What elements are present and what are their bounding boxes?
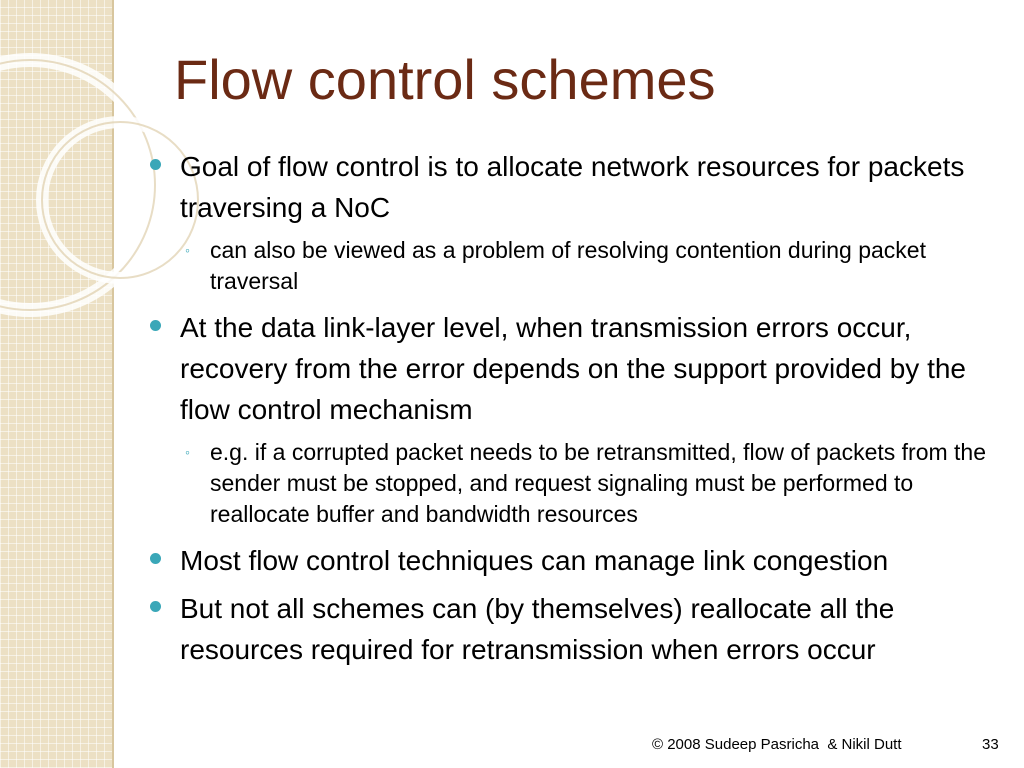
sub-bullet-text: can also be viewed as a problem of resol… xyxy=(210,237,926,294)
sub-bullet-text: e.g. if a corrupted packet needs to be r… xyxy=(210,439,987,527)
sub-bullet-item: ◦ can also be viewed as a problem of res… xyxy=(150,235,1016,297)
filled-circle-bullet-icon xyxy=(150,320,161,331)
sub-bullet-item: ◦ e.g. if a corrupted packet needs to be… xyxy=(150,437,1016,530)
bullet-text: At the data link-layer level, when trans… xyxy=(180,312,966,425)
sidebar-edge-line xyxy=(112,0,114,768)
bullet-item: Goal of flow control is to allocate netw… xyxy=(150,146,1016,228)
decorative-ring-large-inner xyxy=(0,59,156,311)
bullet-item: Most flow control techniques can manage … xyxy=(150,540,1016,581)
decorative-ring-small-inner xyxy=(41,121,199,279)
filled-circle-bullet-icon xyxy=(150,159,161,170)
hollow-circle-bullet-icon: ◦ xyxy=(185,444,190,460)
slide-title: Flow control schemes xyxy=(174,48,716,111)
bullet-text: Goal of flow control is to allocate netw… xyxy=(180,151,965,223)
filled-circle-bullet-icon xyxy=(150,553,161,564)
decorative-rings xyxy=(0,53,204,317)
hollow-circle-bullet-icon: ◦ xyxy=(185,242,190,258)
bullet-item: But not all schemes can (by themselves) … xyxy=(150,588,1016,670)
bullet-text: But not all schemes can (by themselves) … xyxy=(180,593,895,665)
bullet-item: At the data link-layer level, when trans… xyxy=(150,307,1016,430)
copyright-footer: © 2008 Sudeep Pasricha & Nikil Dutt xyxy=(652,736,902,753)
page-number: 33 xyxy=(982,736,999,753)
bullet-text: Most flow control techniques can manage … xyxy=(180,545,889,576)
bullet-list: Goal of flow control is to allocate netw… xyxy=(150,146,1016,677)
filled-circle-bullet-icon xyxy=(150,601,161,612)
